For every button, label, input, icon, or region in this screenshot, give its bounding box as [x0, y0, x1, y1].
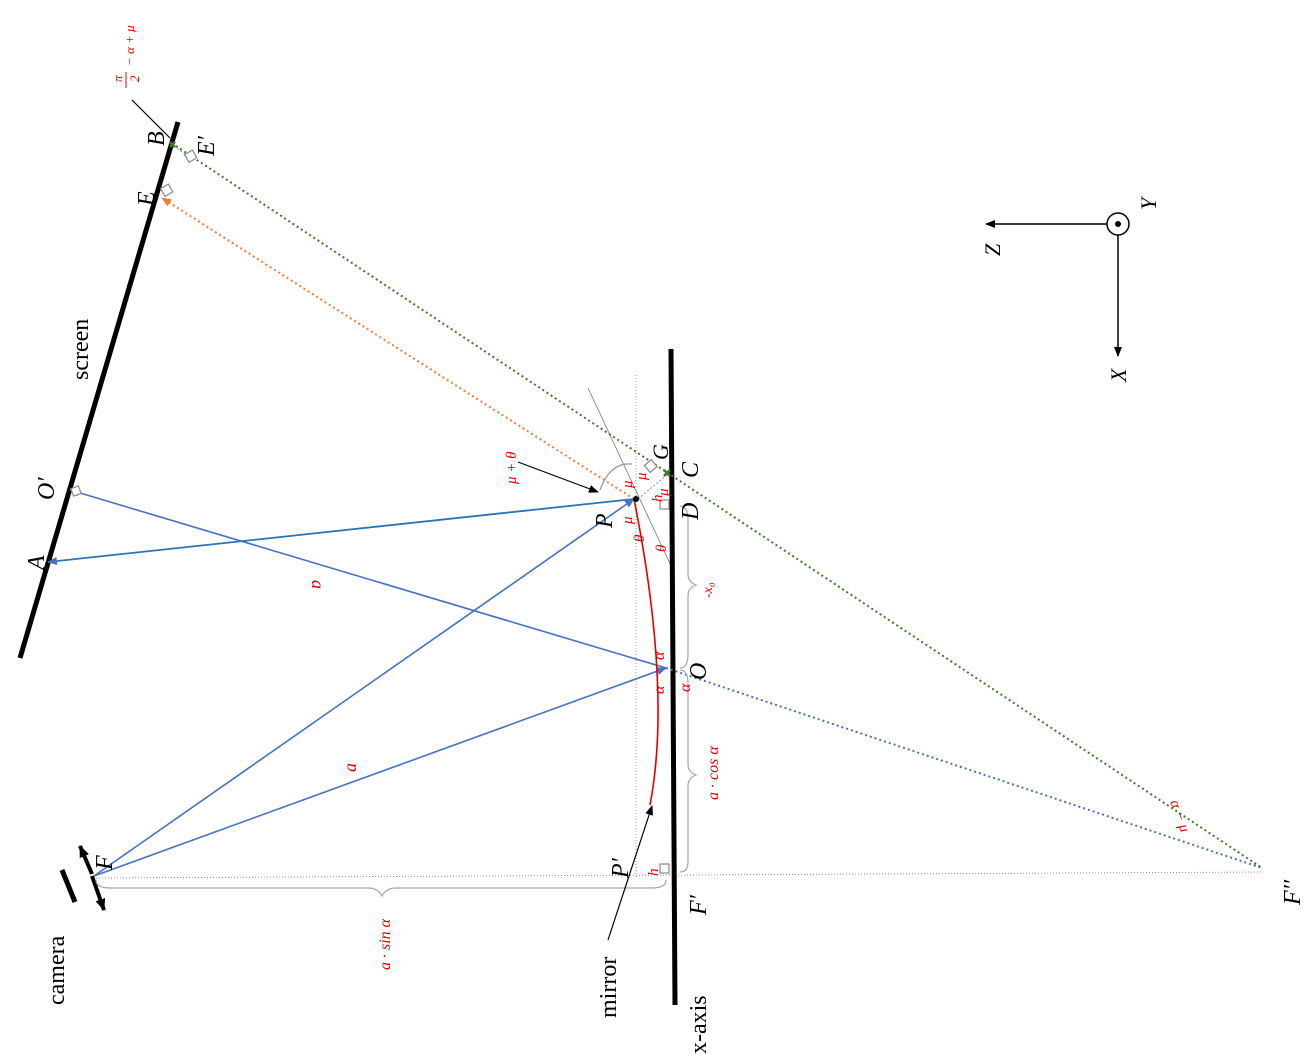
- curved-mirror-arc: [633, 498, 659, 806]
- right-angle-eprime: [183, 149, 198, 164]
- right-angle-d: [659, 499, 670, 510]
- label-camera: camera: [44, 935, 70, 1005]
- screen-line: [17, 121, 181, 659]
- ray-o-oprime: [69, 488, 667, 669]
- label-o: O: [686, 663, 712, 680]
- point-labels: camera mirror screen x-axis F F′ F′′ P′ …: [24, 131, 1306, 1054]
- axis-labels: Z X Y: [980, 195, 1161, 383]
- label-p: P: [592, 513, 618, 529]
- right-angle-fprime: [659, 863, 670, 874]
- label-o-prime: O′: [34, 477, 60, 500]
- orange-dotted-p-e: [161, 197, 635, 500]
- brace-a-cos-alpha: [679, 669, 698, 873]
- label-c: C: [678, 461, 704, 478]
- annot-pi: π: [110, 75, 125, 82]
- annot-h-2: h: [646, 869, 662, 877]
- label-e-prime: E′: [194, 135, 220, 157]
- annot-alpha-2: α: [651, 685, 668, 694]
- annot-a-sin-alpha: a · sin α: [377, 918, 394, 970]
- pointer-mu-theta: [517, 461, 599, 493]
- right-angle-e: [159, 183, 174, 198]
- pointer-mirror: [607, 805, 653, 941]
- annot-mu-plus-theta: μ + θ: [504, 451, 520, 485]
- annot-neg-x0: -x₀: [701, 582, 716, 598]
- brace-a-sin-alpha: [95, 879, 667, 898]
- label-x-axis: x-axis: [686, 995, 712, 1054]
- camera-sensor: [59, 869, 78, 903]
- label-mirror: mirror: [596, 957, 622, 1018]
- point-p: [633, 496, 639, 502]
- annot-a-upper: a: [308, 580, 328, 589]
- annot-a-cos-alpha: a · cos α: [705, 746, 722, 800]
- red-annotations: a · sin α a · cos α -x₀ a a α α α μ μ μ …: [110, 25, 1193, 970]
- main-lines: [17, 121, 678, 1006]
- right-angle-oprime: [70, 485, 82, 497]
- annot-alpha-3: α: [677, 683, 694, 692]
- guide-p-g: [637, 473, 669, 500]
- right-angle-g: [643, 458, 658, 474]
- pointer-arrows: [131, 99, 653, 941]
- green-dotted-b-f2: [175, 145, 1263, 869]
- label-p-prime: P′: [608, 857, 634, 879]
- annot-h-1: h: [650, 495, 666, 503]
- annot-mu-3: μ: [656, 488, 672, 497]
- annot-mu-4: μ: [620, 516, 636, 525]
- ray-f-p: [93, 498, 635, 877]
- annot-a-lower: a: [340, 763, 360, 772]
- label-a: A: [24, 555, 50, 572]
- mirror-line: [668, 348, 678, 1006]
- label-f: F: [92, 855, 118, 871]
- brace-neg-x0: [679, 505, 698, 669]
- ray-f-o: [93, 667, 667, 877]
- dotted-extensions: [161, 145, 1263, 869]
- pointer-pi-term: [131, 99, 171, 139]
- label-screen: screen: [68, 319, 94, 380]
- points: [169, 141, 671, 502]
- angle-arc-mu-theta: [599, 463, 633, 491]
- label-f-prime: F′: [686, 894, 712, 916]
- point-c-marker: [663, 469, 671, 477]
- y-axis-dot-icon: [1115, 221, 1121, 227]
- tangent-line: [587, 387, 673, 569]
- label-f-double-prime: F′′: [1280, 879, 1306, 906]
- braces: [95, 463, 698, 898]
- blue-dotted-o-f2: [665, 667, 1263, 869]
- right-angle-markers: [70, 149, 670, 874]
- annot-theta-1: θ: [632, 534, 648, 542]
- axis-label-z: Z: [980, 243, 1005, 256]
- label-b: B: [144, 131, 170, 146]
- label-d: D: [678, 503, 704, 521]
- axis-label-y: Y: [1136, 195, 1161, 210]
- point-b-marker: [169, 141, 176, 148]
- guide-horizontal-f: [95, 871, 1263, 879]
- annot-two: 2: [127, 75, 142, 82]
- axis-label-x: X: [1106, 367, 1131, 383]
- ray-p-a: [47, 498, 635, 566]
- annot-mu-1: μ: [620, 480, 636, 489]
- label-e: E: [134, 191, 160, 207]
- annot-theta-2: θ: [654, 544, 670, 552]
- label-g: G: [648, 444, 673, 460]
- coordinate-axes: [985, 212, 1130, 357]
- annot-alpha-1: α: [651, 651, 668, 660]
- blue-rays: [47, 488, 667, 877]
- camera-lens-icon: [78, 845, 106, 911]
- annot-mu-2: μ: [634, 472, 650, 481]
- annot-pi-term-rest: − α + μ: [122, 25, 137, 66]
- annot-alpha-minus-mu: α − μ: [1166, 798, 1192, 835]
